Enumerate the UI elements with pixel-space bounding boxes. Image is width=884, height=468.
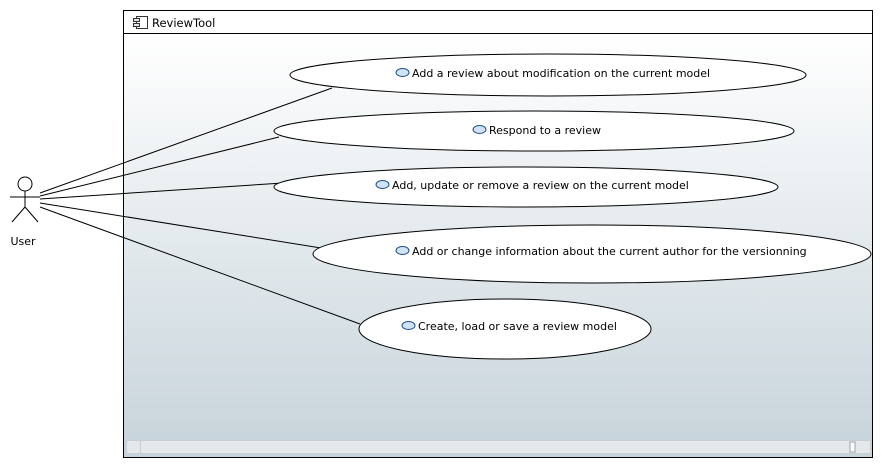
horizontal-scrollbar[interactable] — [126, 440, 871, 454]
use-case-icon — [401, 321, 416, 330]
use-case-author-info[interactable]: Add or change information about the curr… — [312, 224, 872, 284]
association-line[interactable] — [39, 182, 284, 200]
association-line[interactable] — [39, 202, 322, 249]
use-case-icon — [375, 180, 390, 189]
association-line[interactable] — [39, 136, 280, 197]
stick-figure-icon — [10, 176, 40, 223]
use-case-respond-review[interactable]: Respond to a review — [273, 110, 795, 152]
frame-title: ReviewTool — [152, 16, 215, 30]
use-case-review-model[interactable]: Create, load or save a review model — [358, 298, 652, 360]
use-case-icon — [395, 68, 410, 77]
use-case-label: Respond to a review — [489, 124, 601, 137]
use-case-update-review[interactable]: Add, update or remove a review on the cu… — [273, 166, 779, 208]
use-case-icon — [395, 246, 410, 255]
use-case-label: Add a review about modification on the c… — [412, 67, 710, 80]
association-line[interactable] — [39, 206, 361, 325]
use-case-label: Create, load or save a review model — [418, 320, 617, 333]
scrollbar-thumb[interactable] — [849, 441, 856, 453]
actor-label: User — [10, 235, 36, 248]
use-case-add-review[interactable]: Add a review about modification on the c… — [289, 53, 807, 97]
use-case-label: Add, update or remove a review on the cu… — [392, 179, 689, 192]
component-icon — [133, 16, 148, 29]
actor-user[interactable]: User — [10, 176, 40, 248]
use-case-label: Add or change information about the curr… — [412, 245, 807, 258]
use-case-icon — [472, 125, 487, 134]
association-line[interactable] — [39, 87, 333, 194]
associations — [39, 87, 361, 325]
